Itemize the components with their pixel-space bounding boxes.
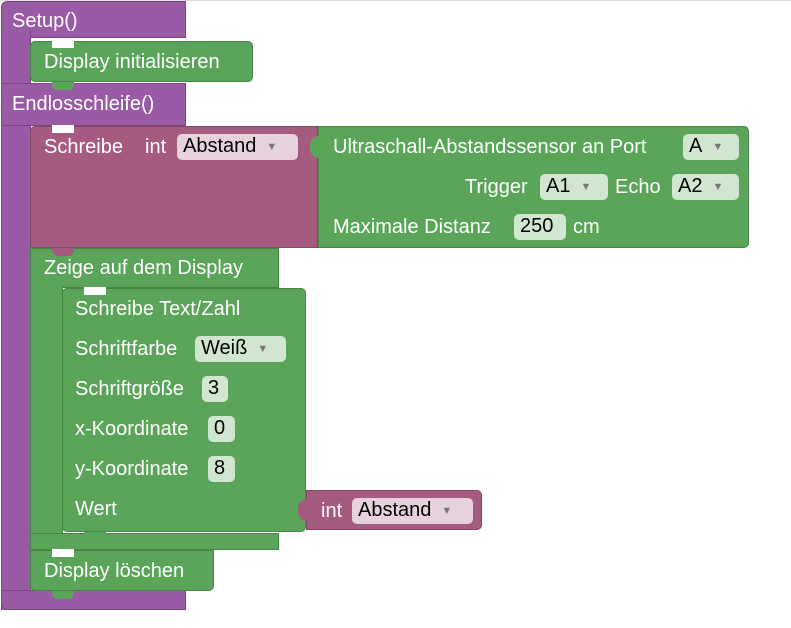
write-text-title: Schreibe Text/Zahl: [75, 298, 241, 320]
port-dropdown[interactable]: A▼: [683, 134, 739, 160]
show-display-label: Zeige auf dem Display: [44, 257, 243, 279]
write-text-tab: [84, 532, 106, 540]
display-init-label: Display initialisieren: [44, 51, 220, 73]
setup-label: Setup(): [12, 10, 78, 32]
show-display-footer: [30, 533, 279, 550]
get-variable-dropdown-value: Abstand: [358, 499, 432, 521]
trigger-dropdown[interactable]: A1 ▼: [540, 174, 608, 200]
get-variable-dropdown[interactable]: Abstand ▼: [352, 498, 473, 524]
get-variable-connector: [298, 499, 307, 521]
show-display-header[interactable]: Zeige auf dem Display: [30, 248, 279, 288]
max-distance-value: 250: [520, 215, 554, 237]
dropdown-arrow-icon: ▼: [441, 505, 453, 517]
loop-header[interactable]: [1, 83, 186, 126]
workspace-top-border: [0, 0, 791, 1]
display-init-notch: [52, 40, 74, 48]
echo-dropdown[interactable]: A2 ▼: [672, 174, 739, 200]
font-size-value: 3: [208, 377, 220, 399]
y-coordinate-label: y-Koordinate: [75, 458, 189, 480]
max-distance-unit: cm: [573, 216, 600, 238]
ultrasonic-sensor-block[interactable]: Ultraschall-Abstandssensor an Port A▼ Tr…: [318, 126, 749, 248]
port-dropdown-value: A: [689, 135, 703, 157]
write-text-notch: [84, 287, 106, 295]
font-color-dropdown[interactable]: Weiß ▼: [195, 336, 286, 362]
max-distance-label: Maximale Distanz: [333, 216, 491, 238]
max-distance-input[interactable]: 250: [514, 214, 566, 240]
dropdown-arrow-icon: ▼: [266, 141, 278, 153]
display-init-block[interactable]: Display initialisieren: [30, 41, 253, 82]
x-coordinate-label: x-Koordinate: [75, 418, 189, 440]
x-coordinate-input[interactable]: 0: [208, 416, 235, 442]
dropdown-arrow-icon: ▼: [712, 141, 724, 153]
set-variable-dropdown[interactable]: Abstand ▼: [177, 134, 298, 160]
font-size-label: Schriftgröße: [75, 378, 184, 400]
clear-display-tab: [52, 591, 74, 599]
ultrasonic-title: Ultraschall-Abstandssensor an Port: [333, 136, 647, 158]
set-variable-dropdown-value: Abstand: [183, 135, 257, 157]
loop-label: Endlosschleife(): [12, 93, 155, 115]
setup-header[interactable]: [1, 1, 186, 38]
y-coordinate-value: 8: [214, 457, 226, 479]
x-coordinate-value: 0: [214, 417, 226, 439]
get-variable-block[interactable]: int Abstand ▼: [306, 490, 482, 530]
font-color-dropdown-value: Weiß: [201, 337, 248, 359]
y-coordinate-input[interactable]: 8: [208, 456, 235, 482]
set-variable-write-label: Schreibe: [44, 136, 123, 158]
show-display-spine: [30, 286, 63, 550]
echo-dropdown-value: A2: [678, 175, 703, 197]
font-color-label: Schriftfarbe: [75, 338, 178, 360]
trigger-dropdown-value: A1: [546, 175, 571, 197]
echo-label: Echo: [615, 176, 661, 198]
set-variable-block[interactable]: Schreibe int Abstand ▼: [30, 126, 318, 248]
dropdown-arrow-icon: ▼: [257, 343, 269, 355]
set-variable-tab: [52, 248, 74, 256]
set-variable-type-label: int: [145, 136, 167, 158]
set-variable-notch: [52, 125, 74, 133]
display-init-tab: [52, 82, 74, 90]
clear-display-notch: [52, 549, 74, 557]
clear-display-label: Display löschen: [44, 560, 185, 582]
ultrasonic-connector: [310, 136, 319, 158]
procedure-footer: [1, 590, 186, 610]
dropdown-arrow-icon: ▼: [580, 181, 592, 193]
get-variable-type-label: int: [321, 500, 343, 522]
write-text-block[interactable]: Schreibe Text/Zahl Schriftfarbe Weiß ▼ Sc…: [62, 288, 306, 532]
dropdown-arrow-icon: ▼: [712, 181, 724, 193]
trigger-label: Trigger: [465, 176, 528, 198]
procedure-spine: [1, 30, 31, 610]
value-label: Wert: [75, 498, 117, 520]
font-size-input[interactable]: 3: [202, 376, 228, 402]
